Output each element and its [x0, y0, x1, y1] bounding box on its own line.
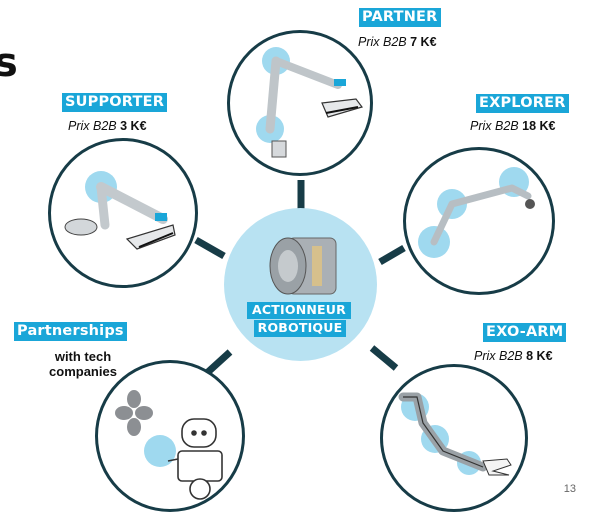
exo-arm-price: Prix B2B 8 K€	[474, 349, 553, 363]
partner-title: PARTNER	[359, 8, 441, 27]
exo-arm-image-circle	[380, 364, 528, 512]
partnerships-title: Partnerships	[14, 322, 127, 341]
connector-exo-arm	[369, 345, 399, 371]
partner-robot-arm-illustration	[256, 47, 363, 158]
supporter-price: Prix B2B 3 K€	[68, 119, 147, 133]
hub-label-line2: ROBOTIQUE	[254, 320, 346, 337]
exo-arm-title: EXO-ARM	[483, 323, 567, 342]
partner-price: Prix B2B 7 K€	[358, 35, 437, 49]
supporter-image-circle	[48, 138, 198, 288]
partnerships-subtitle: with tech companies	[38, 349, 128, 379]
partner-image-circle	[227, 30, 373, 176]
connector-supporter	[194, 236, 226, 260]
explorer-price: Prix B2B 18 K€	[470, 119, 556, 133]
actuator-hub: ACTIONNEUR ROBOTIQUE	[224, 208, 377, 361]
explorer-image-circle	[403, 147, 555, 295]
supporter-title: SUPPORTER	[62, 93, 168, 112]
connector-partnerships	[205, 349, 233, 375]
partner-logo-icon	[115, 390, 153, 436]
partnerships-image-circle	[95, 360, 245, 512]
hub-label-line1: ACTIONNEUR	[247, 302, 351, 319]
actuator-illustration	[269, 237, 337, 295]
slide-title-fragment: s	[0, 40, 18, 86]
explorer-title: EXPLORER	[476, 94, 569, 113]
partnerships-line1: with tech	[54, 349, 112, 364]
page-number: 13	[563, 483, 576, 495]
robot-icon	[167, 418, 223, 500]
explorer-robot-arm-illustration	[418, 167, 535, 258]
exo-arm-illustration	[398, 392, 512, 476]
partnerships-line2: companies	[49, 364, 117, 379]
tech-partners-illustration	[115, 390, 223, 500]
connector-explorer	[378, 244, 406, 266]
supporter-robot-arm-illustration	[64, 171, 176, 250]
